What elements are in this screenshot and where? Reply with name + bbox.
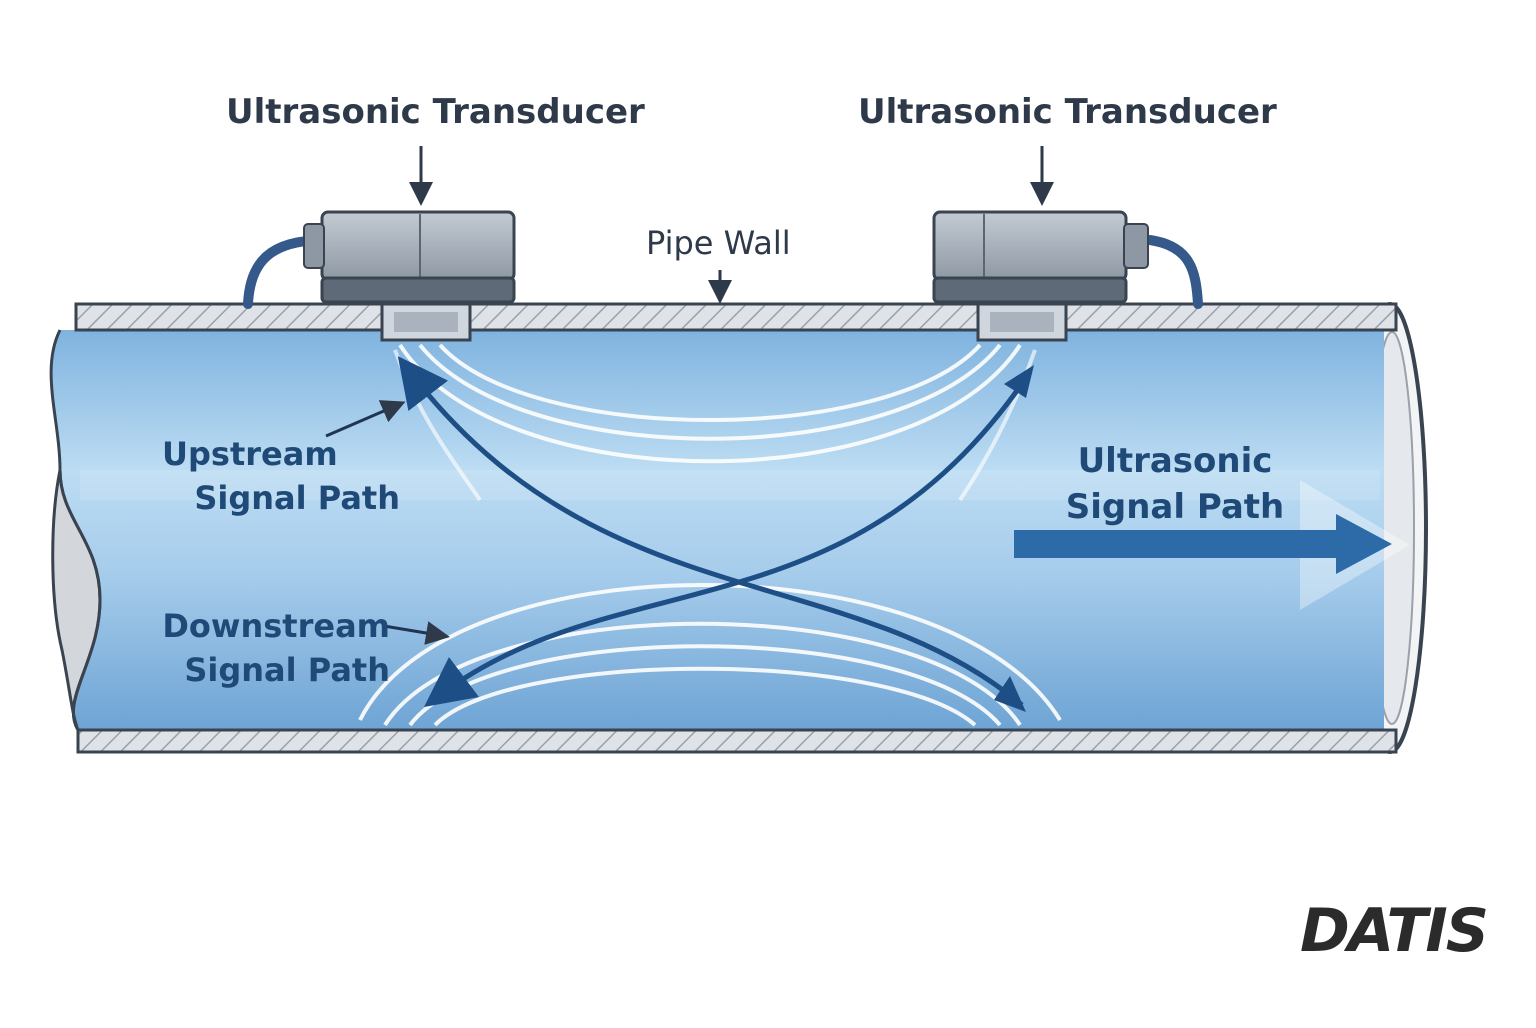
leader-downstream: [383, 621, 450, 645]
label-ultrasonic-signal-path: Ultrasonic Signal Path: [1060, 438, 1290, 530]
upstream-signal-path: [397, 356, 1024, 707]
pipe-wall-bottom: [76, 728, 1398, 754]
flow-arrow-shaft: [1014, 530, 1340, 558]
label-flow-line1: Ultrasonic: [1077, 441, 1273, 481]
label-pipe-wall: Pipe Wall: [646, 224, 791, 262]
flow-band: [80, 470, 1380, 500]
pipe-wall-top: [74, 302, 1398, 332]
label-upstream-signal-path: Upstream Signal Path: [100, 432, 400, 520]
transducer-left: [303, 210, 516, 342]
transducer-right: [932, 210, 1149, 342]
upstream-start-head: [994, 676, 1026, 712]
datis-logo: DATIS: [1300, 896, 1489, 966]
label-downstream-line2: Signal Path: [184, 651, 390, 689]
pipe-left-edge: [49, 329, 102, 731]
label-downstream-line1: Downstream: [162, 607, 390, 645]
leader-upstream: [325, 400, 406, 438]
label-transducer-left: Ultrasonic Transducer: [226, 92, 645, 132]
downstream-signal-path: [423, 370, 1033, 707]
label-upstream-line1: Upstream: [162, 435, 338, 473]
label-transducer-right: Ultrasonic Transducer: [858, 92, 1277, 132]
downstream-start-head: [1004, 365, 1034, 398]
label-upstream-line2: Signal Path: [194, 479, 400, 517]
cable-right: [1145, 235, 1203, 309]
label-downstream-signal-path: Downstream Signal Path: [90, 604, 390, 692]
pipe-water: [51, 330, 1385, 730]
flow-arrow-head: [1336, 514, 1392, 574]
label-flow-line2: Signal Path: [1065, 487, 1285, 527]
